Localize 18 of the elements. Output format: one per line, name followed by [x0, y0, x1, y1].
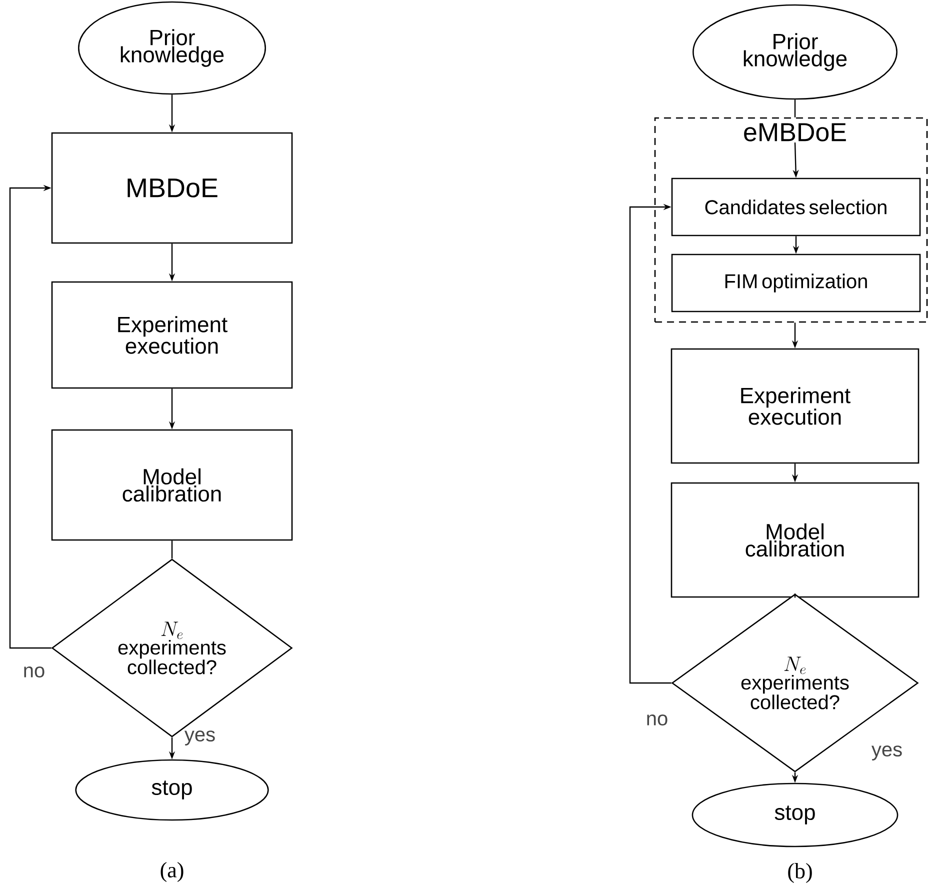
process-box: Model calibration — [670, 482, 920, 598]
arrow — [629, 204, 672, 684]
edge-label: no — [22, 666, 46, 678]
connector-line — [794, 100, 796, 118]
process-box: Model calibration — [51, 429, 293, 541]
process-box: Experiment execution — [51, 281, 293, 389]
node-label: experiments collected? — [741, 674, 849, 710]
process-box: FIM optimization — [671, 254, 921, 312]
process-box: Experiment execution — [670, 348, 920, 464]
node-label: $N_e$ — [784, 656, 806, 674]
arrow — [9, 184, 52, 649]
connector-line — [171, 540, 173, 559]
edge-label: yes — [870, 744, 904, 762]
process-box: Candidates selection — [671, 178, 921, 236]
process-box: MBDoE — [51, 132, 293, 244]
connector-line — [794, 594, 796, 598]
panel-caption: (a) — [160, 862, 184, 882]
edge-label: no — [644, 714, 670, 726]
